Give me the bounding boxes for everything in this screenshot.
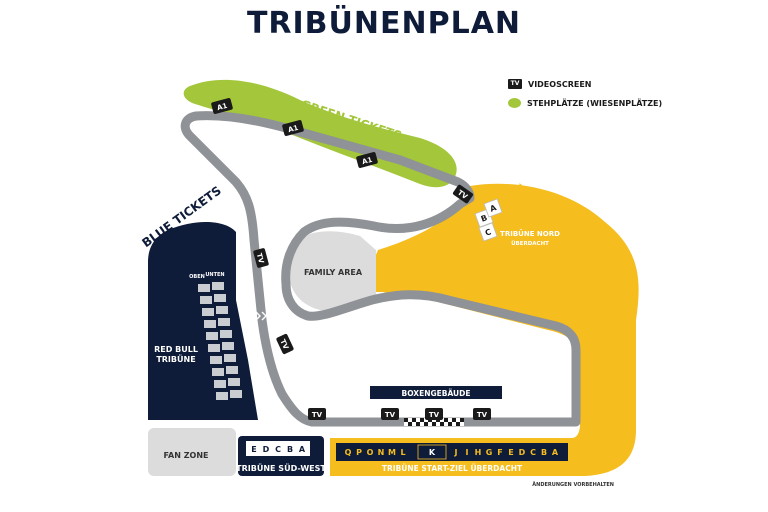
section-q: Q bbox=[345, 448, 352, 457]
tv-icon: TV bbox=[276, 333, 294, 355]
map-title: TRIBÜNENPLAN bbox=[246, 6, 522, 41]
tv-icon: TV bbox=[473, 408, 491, 420]
red-bull-label-1: RED BULL bbox=[154, 345, 198, 354]
tv-icon: TV bbox=[425, 408, 443, 420]
green-a1-sections[interactable]: A1 A1 A1 bbox=[211, 98, 378, 169]
legend-videoscreen-label: VIDEOSCREEN bbox=[528, 79, 592, 89]
svg-text:A1: A1 bbox=[287, 124, 299, 134]
section-l: L bbox=[400, 448, 405, 457]
finish-line-checker bbox=[404, 418, 464, 426]
oben-label: OBEN bbox=[189, 274, 205, 280]
unten-label: UNTEN bbox=[205, 272, 224, 278]
svg-text:TV: TV bbox=[429, 411, 440, 419]
svg-text:A1: A1 bbox=[216, 102, 228, 112]
section-a1: A1 bbox=[211, 98, 233, 114]
tribune-sued-west-label: TRIBÜNE SÜD-WEST bbox=[236, 463, 326, 473]
boxengebaeude-label: BOXENGEBÄUDE bbox=[401, 389, 470, 398]
tribune-nord-label-2: ÜBERDACHT bbox=[511, 240, 549, 247]
section-i: I bbox=[466, 448, 469, 457]
svg-text:B: B bbox=[480, 213, 489, 224]
legend-standing: STEHPLÄTZE (WIESENPLÄTZE) bbox=[508, 95, 662, 111]
section-e: E bbox=[508, 448, 513, 457]
sued-west-sections[interactable]: E D C B A bbox=[246, 441, 310, 456]
svg-text:TV: TV bbox=[477, 411, 488, 419]
red-bull-tribune-seats[interactable] bbox=[198, 282, 242, 400]
svg-text:A1: A1 bbox=[361, 156, 373, 166]
chevron-marks bbox=[249, 147, 318, 321]
section-g: G bbox=[486, 448, 493, 457]
legend-videoscreen: TV VIDEOSCREEN bbox=[508, 76, 662, 92]
svg-text:A: A bbox=[489, 203, 499, 214]
svg-text:TV: TV bbox=[312, 411, 323, 419]
legend-standing-label: STEHPLÄTZE (WIESENPLÄTZE) bbox=[527, 98, 663, 108]
start-ziel-sections[interactable]: Q P O N M L bbox=[345, 448, 406, 457]
svg-text:C: C bbox=[484, 227, 493, 238]
section-sw-e: E bbox=[251, 445, 256, 454]
tribune-nord-label-1: TRIBÜNE NORD bbox=[500, 229, 560, 238]
fan-zone-label: FAN ZONE bbox=[164, 451, 209, 460]
section-nord-a: A bbox=[483, 198, 503, 218]
section-a1: A1 bbox=[356, 152, 378, 168]
section-h: H bbox=[475, 448, 482, 457]
section-sw-c: C bbox=[275, 445, 281, 454]
fan-zone-area[interactable] bbox=[148, 428, 236, 476]
section-k[interactable]: K bbox=[429, 448, 436, 457]
section-n: N bbox=[378, 448, 385, 457]
tribune-nord-sections[interactable]: C B A bbox=[474, 198, 503, 242]
section-d: D bbox=[519, 448, 526, 457]
green-area-swatch bbox=[508, 98, 521, 108]
section-k-box[interactable] bbox=[417, 444, 447, 460]
section-sw-d: D bbox=[263, 445, 270, 454]
tv-icon: TV bbox=[381, 408, 399, 420]
start-ziel-label: TRIBÜNE START-ZIEL ÜBERDACHT bbox=[382, 464, 523, 473]
section-p: P bbox=[356, 448, 362, 457]
tv-icon: TV bbox=[253, 248, 269, 268]
section-sw-a: A bbox=[299, 445, 306, 454]
section-o: O bbox=[367, 448, 374, 457]
section-m: M bbox=[388, 448, 396, 457]
start-ziel-strip[interactable] bbox=[336, 443, 568, 461]
yellow-tickets-area[interactable] bbox=[330, 183, 639, 476]
tv-icon: TV bbox=[308, 408, 326, 420]
legend: TV VIDEOSCREEN STEHPLÄTZE (WIESENPLÄTZE) bbox=[508, 76, 662, 114]
section-j: J bbox=[454, 448, 458, 457]
tv-icon: TV bbox=[508, 79, 522, 89]
red-bull-label-2: TRIBÜNE bbox=[156, 354, 195, 364]
section-b: B bbox=[541, 448, 547, 457]
section-a1: A1 bbox=[282, 120, 304, 136]
section-nord-c: C bbox=[478, 222, 498, 242]
svg-text:TV: TV bbox=[278, 338, 290, 351]
start-ziel-sections-right[interactable]: J I H G F E D C B A bbox=[454, 448, 559, 457]
svg-text:TV: TV bbox=[255, 252, 266, 264]
videoscreens: TV TV TV TV TV TV TV bbox=[253, 184, 491, 420]
section-f: F bbox=[497, 448, 502, 457]
family-area[interactable] bbox=[289, 231, 376, 311]
section-sw-b: B bbox=[287, 445, 293, 454]
section-c: C bbox=[530, 448, 536, 457]
family-area-label: FAMILY AREA bbox=[304, 268, 363, 277]
svg-text:TV: TV bbox=[385, 411, 396, 419]
boxengebaeude-block bbox=[370, 386, 502, 399]
section-a: A bbox=[552, 448, 559, 457]
tv-icon: TV bbox=[452, 184, 474, 204]
race-track bbox=[180, 111, 581, 427]
footnote: ÄNDERUNGEN VORBEHALTEN bbox=[532, 482, 614, 488]
